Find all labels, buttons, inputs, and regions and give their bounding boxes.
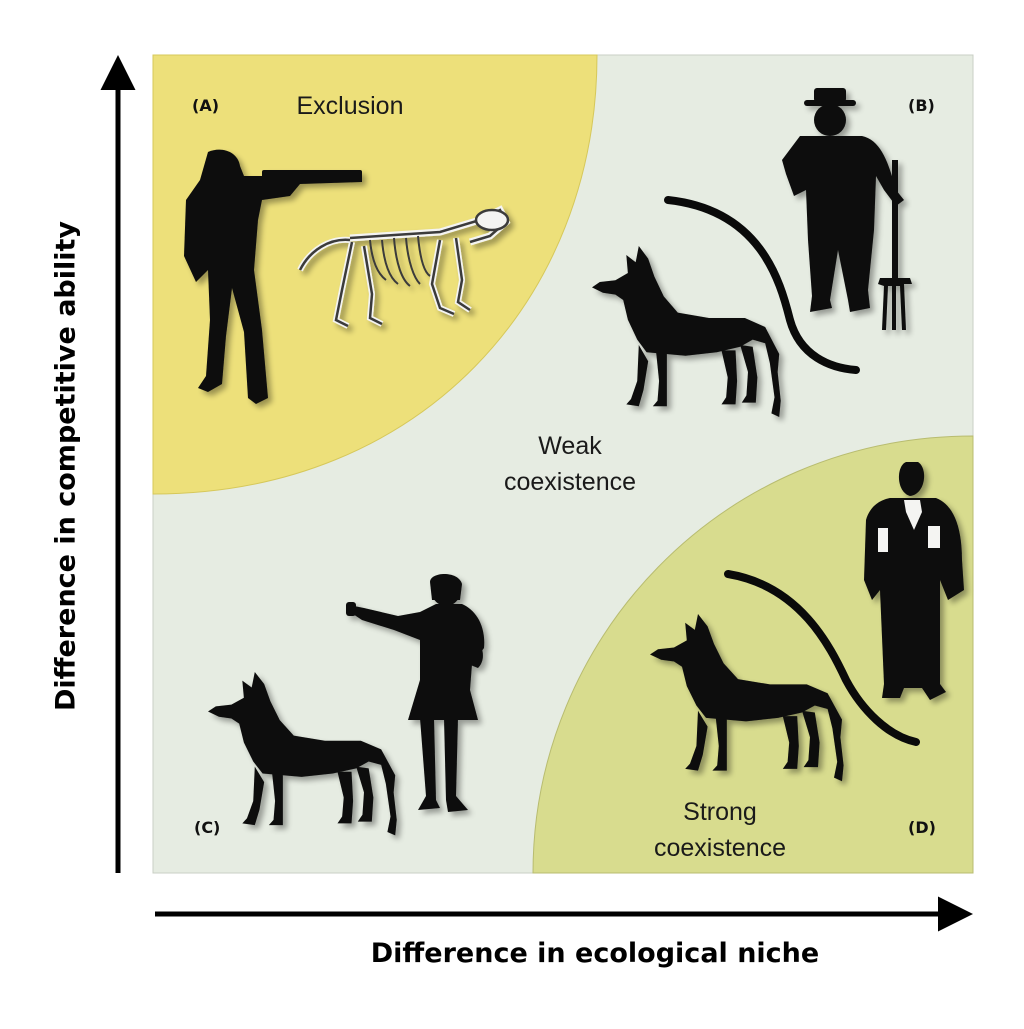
weak-coexistence-label: Weak coexistence xyxy=(470,428,670,500)
barrier-curve-icon xyxy=(724,570,920,746)
judge-robe-icon xyxy=(864,462,964,700)
hunter-rifle-icon xyxy=(184,149,362,404)
y-axis-label: Difference in competitive ability xyxy=(50,220,82,712)
barrier-curve-icon xyxy=(664,196,860,374)
panel-label-c: (C) xyxy=(194,818,221,837)
strong-coexistence-zone xyxy=(532,435,974,874)
panel-label-a: (A) xyxy=(192,96,220,115)
panel-label-d: (D) xyxy=(908,818,936,837)
strong-coexistence-line-2: coexistence xyxy=(653,834,787,862)
x-axis-label: Difference in ecological niche xyxy=(370,938,820,969)
wolf-skeleton-icon xyxy=(297,205,511,329)
strong-coexistence-line-1: Strong xyxy=(683,798,757,826)
panel-label-b: (B) xyxy=(908,96,935,115)
exclusion-label: Exclusion xyxy=(296,92,404,120)
woman-thumbs-up-icon xyxy=(346,574,485,812)
weak-coexistence-line-1: Weak xyxy=(538,432,602,460)
farmer-pitchfork-icon xyxy=(782,88,912,330)
weak-coexistence-line-2: coexistence xyxy=(503,468,637,496)
strong-coexistence-label: Strong coexistence xyxy=(620,794,820,866)
